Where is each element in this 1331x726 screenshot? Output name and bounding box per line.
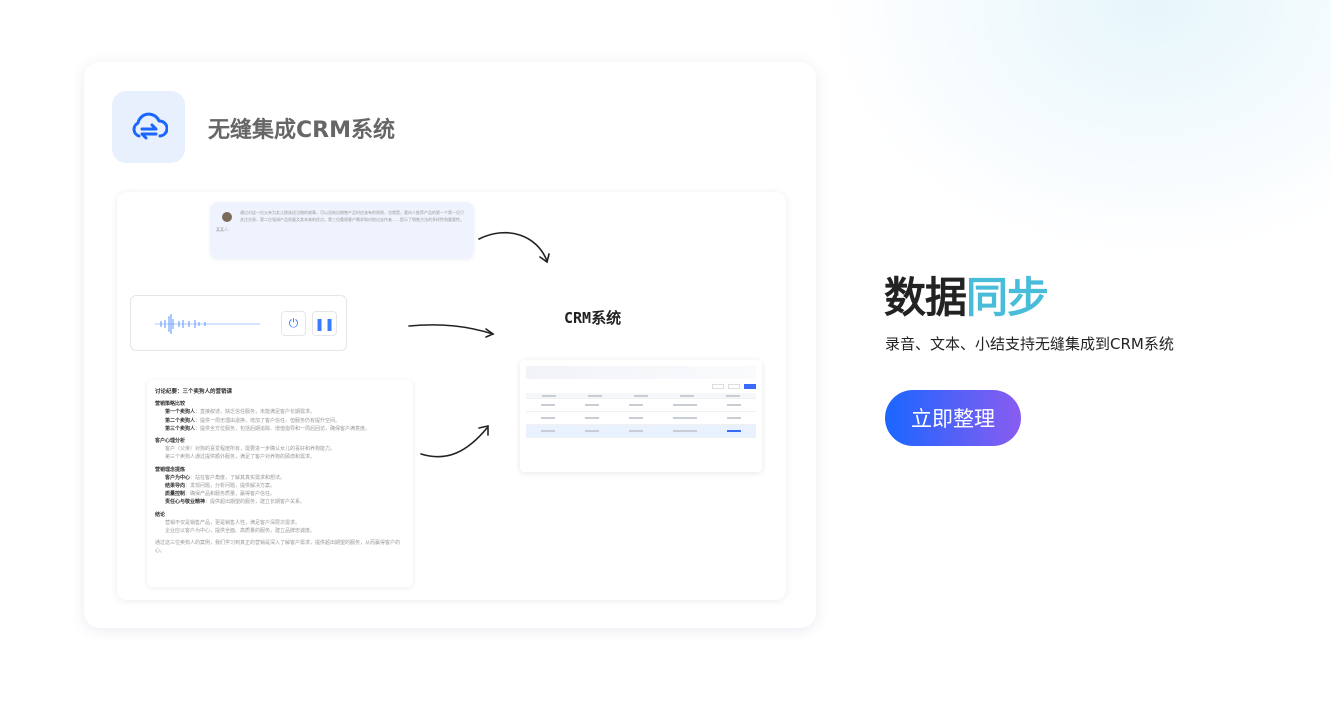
notes-item-value: 企业应以客户为中心，提供全面、高质量的服务，建立品牌忠诚度。 <box>165 528 316 535</box>
organize-now-button[interactable]: 立即整理 <box>885 390 1021 446</box>
notes-item-value: ：提供超出期望的服务，建立长期客户关系。 <box>205 499 306 506</box>
notes-item-key: 客户为中心 <box>165 474 191 481</box>
notes-item: 企业应以客户为中心，提供全面、高质量的服务，建立品牌忠诚度。 <box>155 527 405 535</box>
notes-item-value: 客户（父亲）对狗的喜爱程度所有，需要进一步确认女儿的喜好和养狗能力。 <box>165 446 336 453</box>
notes-item-value: 第三个卖狗人通过提供额外服务，满足了客户对养狗的顾虑和需求。 <box>165 454 316 461</box>
notes-section-heading: 结论 <box>155 511 166 518</box>
pause-icon: ❚❚ <box>314 316 335 331</box>
notes-item-value: ：确保产品和服务质量，赢得客户信任。 <box>185 491 276 498</box>
notes-item: 质量控制：确保产品和服务质量，赢得客户信任。 <box>155 490 405 498</box>
notes-item: 责任心与敬业精神：提供超出期望的服务，建立长期客户关系。 <box>155 498 405 506</box>
notes-item-value: ：提供全方位服务，包括后期追踪、增值指导和一周后回访，确保客户满意度。 <box>195 425 371 432</box>
notes-item-value: ：站在客户角度，了解其真实需求和想法。 <box>190 474 286 481</box>
feature-subtitle: 录音、文本、小结支持无缝集成到CRM系统 <box>885 335 1174 353</box>
table-row <box>526 399 756 412</box>
power-button[interactable]: ⏻ <box>281 311 306 336</box>
arrow-icon <box>478 231 550 264</box>
notes-item-value: ：提供一周无理由退换，增加了客户信任，但服务仍有提升空间。 <box>195 417 341 424</box>
crm-toolbar <box>526 379 756 393</box>
crm-header <box>526 366 756 379</box>
avatar <box>222 212 232 222</box>
transcript-quote: 某某人： 通过对这一位父亲为女儿挑选适当物的故事，可以总结出销售产品时应该有的原… <box>210 202 474 259</box>
arrow-icon <box>408 324 495 338</box>
notes-item-key: 责任心与敬业精神 <box>165 499 206 506</box>
notes-item-key: 质量控制 <box>165 491 186 498</box>
notes-section-heading: 营销理念提炼 <box>155 466 186 473</box>
feature-card: 无缝集成CRM系统 某某人： 通过对这一位父亲为女儿挑选适当物的故事，可以总结出… <box>84 62 816 628</box>
notes-footer: 通过这三位卖狗人的案例，我们学习到真正的营销是深入了解客户需求，提供超出期望的服… <box>155 540 401 555</box>
table-header <box>526 393 756 399</box>
notes-item: 第二个卖狗人：提供一周无理由退换，增加了客户信任，但服务仍有提升空间。 <box>155 417 405 425</box>
arrow-icon <box>420 425 489 458</box>
crm-illustration: 某某人： 通过对这一位父亲为女儿挑选适当物的故事，可以总结出销售产品时应该有的原… <box>117 192 786 600</box>
background-glow <box>820 0 1331 260</box>
notes-item: 客户（父亲）对狗的喜爱程度所有，需要进一步确认女儿的喜好和养狗能力。 <box>155 445 405 453</box>
notes-item: 客户为中心：站在客户角度，了解其真实需求和想法。 <box>155 474 405 482</box>
notes-item-value: ：直接叙述，缺乏信任服务，未能满足客户长期需求。 <box>195 409 316 416</box>
notes-item-key: 第二个卖狗人 <box>165 417 196 424</box>
notes-item-key: 第三个卖狗人 <box>165 425 196 432</box>
notes-body: 营销策略比较第一个卖狗人：直接叙述，缺乏信任服务，未能满足客户长期需求。第二个卖… <box>155 400 405 535</box>
notes-section-heading: 客户心理分析 <box>155 438 186 445</box>
notes-section-heading: 营销策略比较 <box>155 401 186 408</box>
feature-heading: 数据同步 <box>884 264 1049 325</box>
notes-title: 讨论纪要：三个卖狗人的营销课 <box>155 389 233 395</box>
card-title: 无缝集成CRM系统 <box>208 118 395 143</box>
meeting-notes: 讨论纪要：三个卖狗人的营销课 营销策略比较第一个卖狗人：直接叙述，缺乏信任服务，… <box>147 380 413 587</box>
notes-item: 第三个卖狗人通过提供额外服务，满足了客户对养狗的顾虑和需求。 <box>155 453 405 461</box>
heading-highlight: 同步 <box>966 273 1049 322</box>
notes-item-value: ：发现问题，分析问题，提供解决方案。 <box>185 483 276 490</box>
notes-item-value: 营销不仅是销售产品，更是销售人性，满足客户深层次需求。 <box>165 519 301 526</box>
cloud-sync-icon <box>112 91 185 163</box>
notes-item: 营销不仅是销售产品，更是销售人性，满足客户深层次需求。 <box>155 519 405 527</box>
quote-text: 通过对这一位父亲为女儿挑选适当物的故事，可以总结出销售产品时应该有的原则，也就是… <box>240 210 464 222</box>
speaker-name: 某某人： <box>216 227 232 232</box>
heading-part1: 数据 <box>884 273 967 322</box>
table-row <box>526 425 756 438</box>
pause-button[interactable]: ❚❚ <box>312 311 337 336</box>
crm-label: CRM系统 <box>564 309 622 327</box>
notes-item-key: 第一个卖狗人 <box>165 409 196 416</box>
notes-item: 结果导向：发现问题，分析问题，提供解决方案。 <box>155 482 405 490</box>
notes-item: 第一个卖狗人：直接叙述，缺乏信任服务，未能满足客户长期需求。 <box>155 408 405 416</box>
audio-recorder: ⏻ ❚❚ <box>130 295 347 351</box>
notes-item-key: 结果导向 <box>165 483 186 490</box>
power-icon: ⏻ <box>288 316 299 330</box>
table-row <box>526 412 756 425</box>
waveform-icon <box>155 314 260 334</box>
crm-screenshot <box>520 360 762 472</box>
notes-item: 第三个卖狗人：提供全方位服务，包括后期追踪、增值指导和一周后回访，确保客户满意度… <box>155 425 405 433</box>
